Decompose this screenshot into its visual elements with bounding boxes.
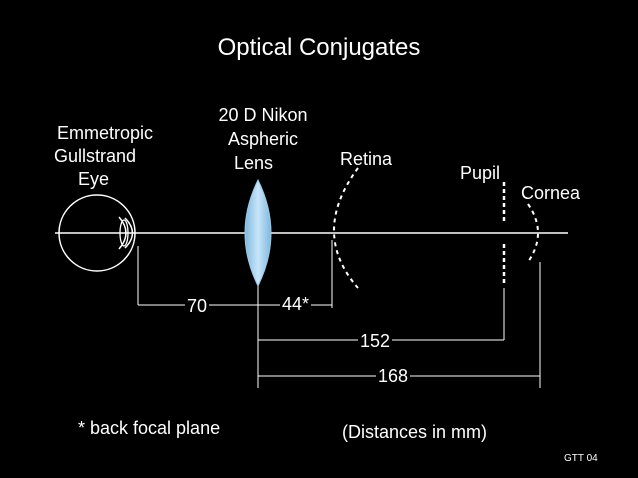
retina-label: Retina [340, 149, 393, 169]
distance-label-152: 152 [358, 331, 393, 351]
lens-label-line-2: Aspheric [227, 129, 299, 149]
retina-arc [333, 167, 359, 289]
extension-lines [137, 240, 541, 388]
eye-label-line-1: Emmetropic [56, 123, 154, 143]
cornea-arc [527, 203, 539, 263]
eye-icon [58, 194, 136, 272]
footnote: * back focal plane [78, 418, 221, 438]
lens-label-line-3: Lens [234, 153, 274, 173]
units-note: (Distances in mm) [342, 422, 488, 442]
eye-label-line-3: Eye [78, 169, 110, 189]
slide-code: GTT 04 [564, 453, 598, 464]
distance-label-70: 70 [185, 296, 210, 316]
lens-icon [244, 178, 272, 288]
distance-label-168: 168 [376, 366, 411, 386]
cornea-label: Cornea [521, 183, 581, 203]
distance-label-44: 44* [280, 294, 312, 314]
lens-label-line-1: 20 D Nikon [218, 105, 308, 125]
eye-label-line-2: Gullstrand [54, 146, 137, 166]
diagram-title: Optical Conjugates [217, 34, 421, 61]
pupil-label: Pupil [460, 163, 501, 183]
